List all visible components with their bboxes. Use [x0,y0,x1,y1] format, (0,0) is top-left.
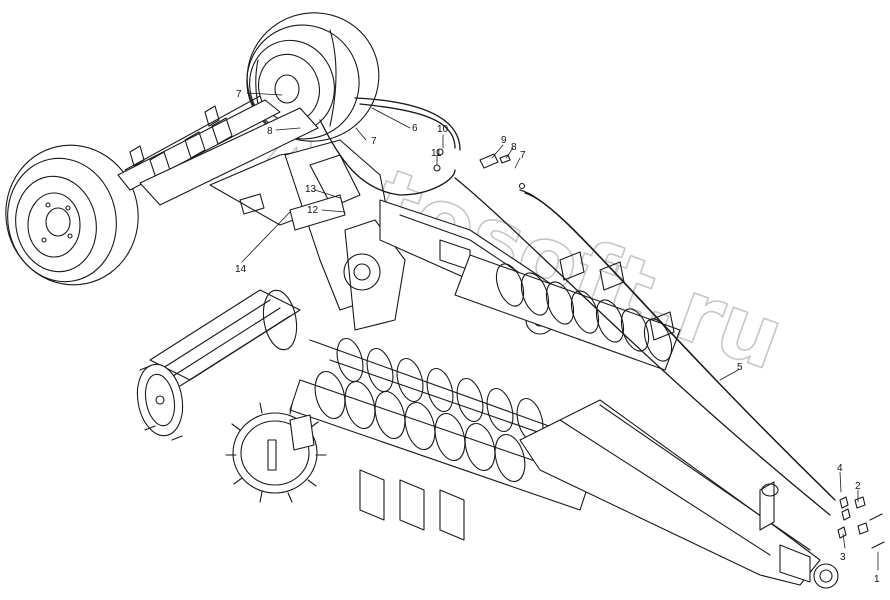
leveler-disc [225,402,327,503]
callout-8-seal: 8 [511,142,517,153]
callout-7-ring: 7 [520,150,526,161]
callout-2-coupling: 2 [855,481,861,492]
callout-8-rear: 8 [267,126,273,137]
leader-lines [241,92,879,571]
callout-5-hose: 5 [737,362,743,373]
hose-fittings [433,148,885,549]
disc-gang-front [289,337,591,541]
callout-11-fitting: 11 [431,148,442,159]
callout-labels: 7 8 6 7 10 11 9 8 7 13 12 14 5 4 2 3 1 [235,89,880,585]
callout-14-frame: 14 [235,264,247,275]
callout-13-cylinder: 13 [305,184,317,195]
drawbar [519,399,839,589]
rear-wheel-upper [246,12,380,142]
callout-3-washer: 3 [840,552,846,563]
callout-9-coupler: 9 [501,135,507,146]
callout-1-plug: 1 [874,574,880,585]
packer-roller [136,289,301,441]
callout-7-rear-hub: 7 [236,89,242,100]
callout-4-nut: 4 [837,463,843,474]
callout-10-fitting: 10 [437,124,449,135]
callout-12-bracket: 12 [307,205,319,216]
callout-7-upper: 7 [371,136,377,147]
hydraulic-hoses [319,97,836,516]
rear-wheel-left [5,144,139,286]
callout-6-hose: 6 [412,123,418,134]
